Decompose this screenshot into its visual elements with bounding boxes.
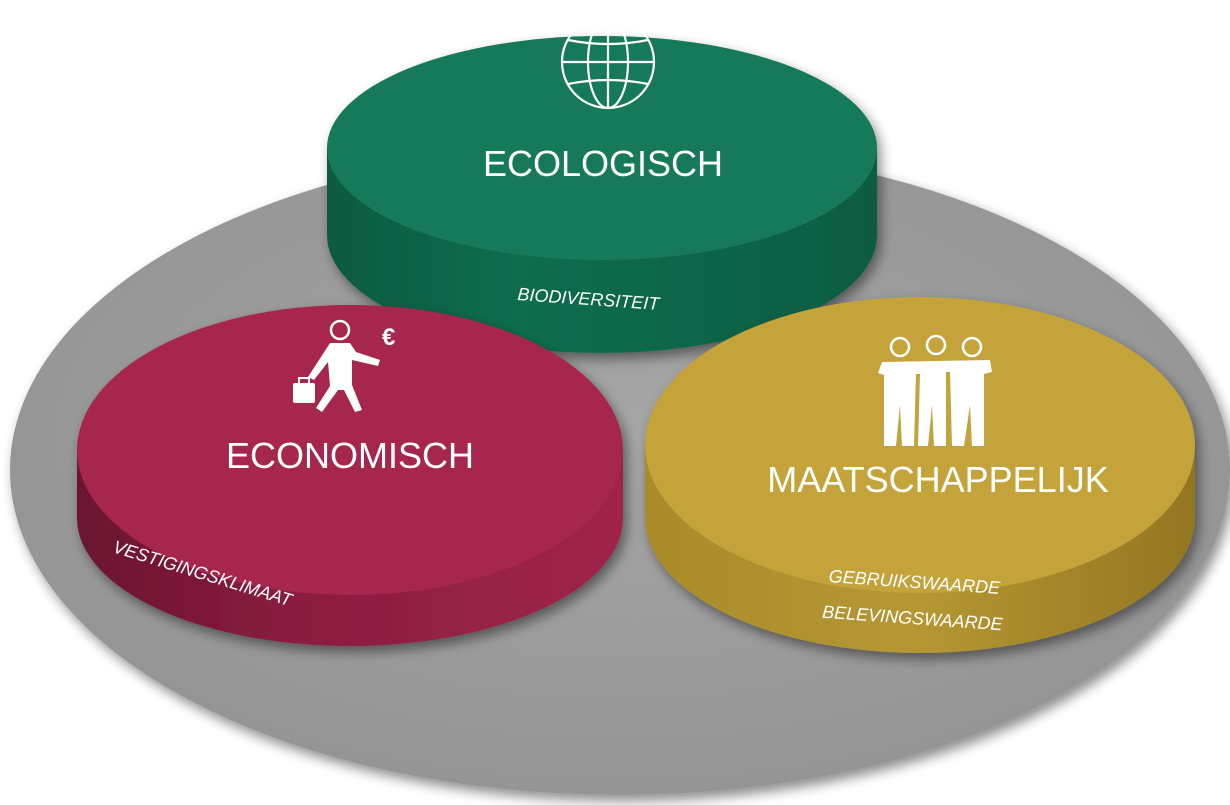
ecological-top (327, 36, 877, 260)
pillar-ecological (327, 36, 877, 353)
globe-icon (560, 14, 656, 110)
social-title: MAATSCHAPPELIJK (767, 459, 1108, 500)
ecological-title: ECOLOGISCH (483, 143, 723, 184)
pillar-economic (77, 305, 623, 646)
people-group-icon (878, 334, 992, 446)
economic-title: ECONOMISCH (226, 435, 474, 476)
euro-symbol: € (382, 324, 395, 351)
businessman-euro-icon: € (293, 319, 395, 412)
economic-top (77, 305, 623, 595)
